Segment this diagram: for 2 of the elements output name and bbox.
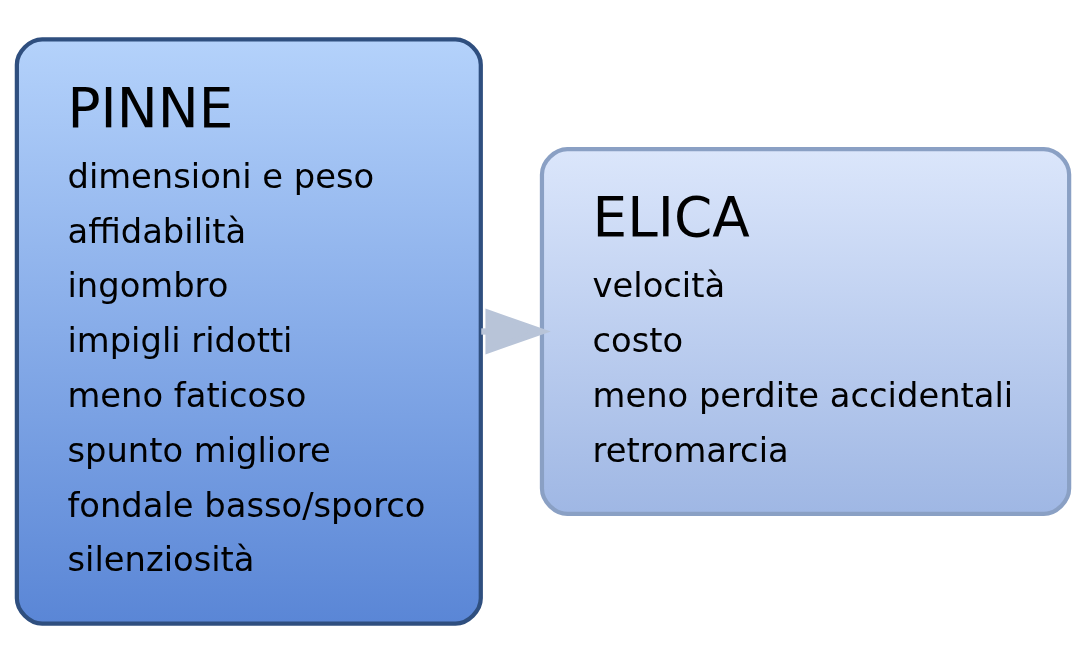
node-box: PINNE dimensioni e peso affidabilità ingombro impigli ridotti meno faticoso spunto migliore fondale basso/sporco silenziosità (14, 37, 483, 626)
node-box: ELICA velocità costo meno perdite accidentali retromarcia (539, 147, 1072, 516)
